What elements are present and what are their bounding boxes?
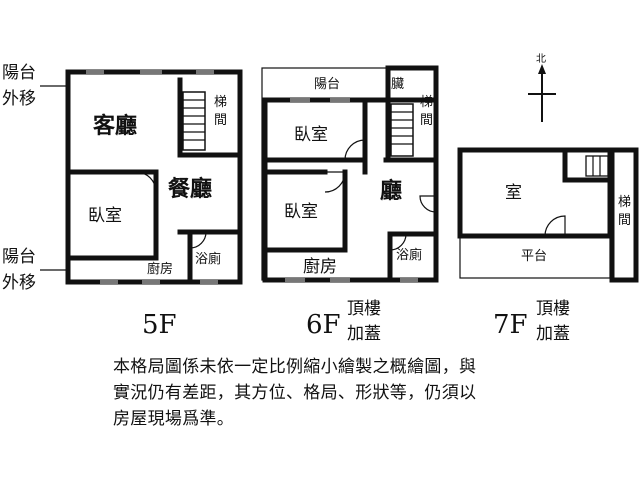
room-label-stairs: 梯 [214,95,227,110]
side-label-text: 陽台 [2,247,36,267]
floor-label-6f: 6F [306,310,341,340]
floor-label-7f: 7F [493,310,528,340]
room-label-stairs: 梯 [618,195,631,210]
staircase [390,103,414,157]
room-label-stairs: 梯 [420,95,433,110]
door-swing [344,139,366,161]
door-swing [324,171,346,193]
north-label: 北 [536,53,546,65]
room-label-kitchen: 廚房 [303,256,337,277]
room-label-bathroom: 浴廁 [396,247,422,263]
door-swing [135,171,157,193]
north-arrow: 北 [528,53,556,122]
disclaimer-line: 實況仍有差距，其方位、格局、形狀等，仍須以 [113,383,477,403]
room-label-hall: 廳 [380,178,402,204]
floor-plan-5f: 客廳 餐廳 臥室 梯 間 廚房 浴廁 5F [65,69,243,340]
disclaimer-line: 房屋現場爲準。 [113,409,235,429]
room-walls [457,147,613,239]
room-label-bedroom-bottom: 臥室 [284,202,318,222]
room-label-dining: 餐廳 [168,176,212,202]
room-label-bathroom: 浴廁 [195,251,221,267]
floor-label-5f: 5F [142,310,177,340]
disclaimer-line: 本格局圖係未依一定比例縮小繪製之概繪圖，與 [113,357,477,377]
room-label-kitchen: 廚房 [147,261,173,277]
door-swing [544,215,566,237]
side-label-text: 外移 [2,89,36,109]
room-label-stairs: 間 [420,113,433,128]
room-label-balcony: 陽台 [314,77,340,92]
door-swing [189,231,207,249]
room-label-living: 客廳 [93,113,137,139]
rooftop-addition-tag: 頂樓 [536,299,570,319]
side-label-text: 陽台 [2,63,36,83]
room-label-terrace: 平台 [521,249,547,264]
room-label-bedroom-top: 臥室 [294,125,328,145]
outer-wall [262,97,439,283]
stair-walls [609,147,639,283]
door-swing [389,233,407,251]
floor-plan-7f: 室 平台 梯 間 7F 頂樓 加蓋 [457,147,639,344]
rooftop-addition-tag: 頂樓 [347,299,381,319]
balcony-relocated-label-top: 陽台 外移 [2,63,70,109]
balcony-relocated-label-bottom: 陽台 外移 [2,247,70,293]
rooftop-addition-tag: 加蓋 [536,324,570,344]
staircase [182,91,206,151]
door-swing [419,195,437,213]
floor-plan-6f: 陽台 臟 臥室 臥室 廳 梯 間 廚房 浴廁 6F 頂樓 加蓋 [261,65,439,344]
rooftop-addition-tag: 加蓋 [347,324,381,344]
room-label-stairs: 間 [214,113,227,128]
room-label-bedroom: 臥室 [88,206,122,226]
room-label-laundry: 臟 [391,77,404,92]
side-label-text: 外移 [2,273,36,293]
room-label-stairs: 間 [618,213,631,228]
disclaimer-note: 本格局圖係未依一定比例縮小繪製之概繪圖，與 實況仍有差距，其方位、格局、形狀等，… [113,354,593,432]
room-label-room: 室 [505,183,522,203]
